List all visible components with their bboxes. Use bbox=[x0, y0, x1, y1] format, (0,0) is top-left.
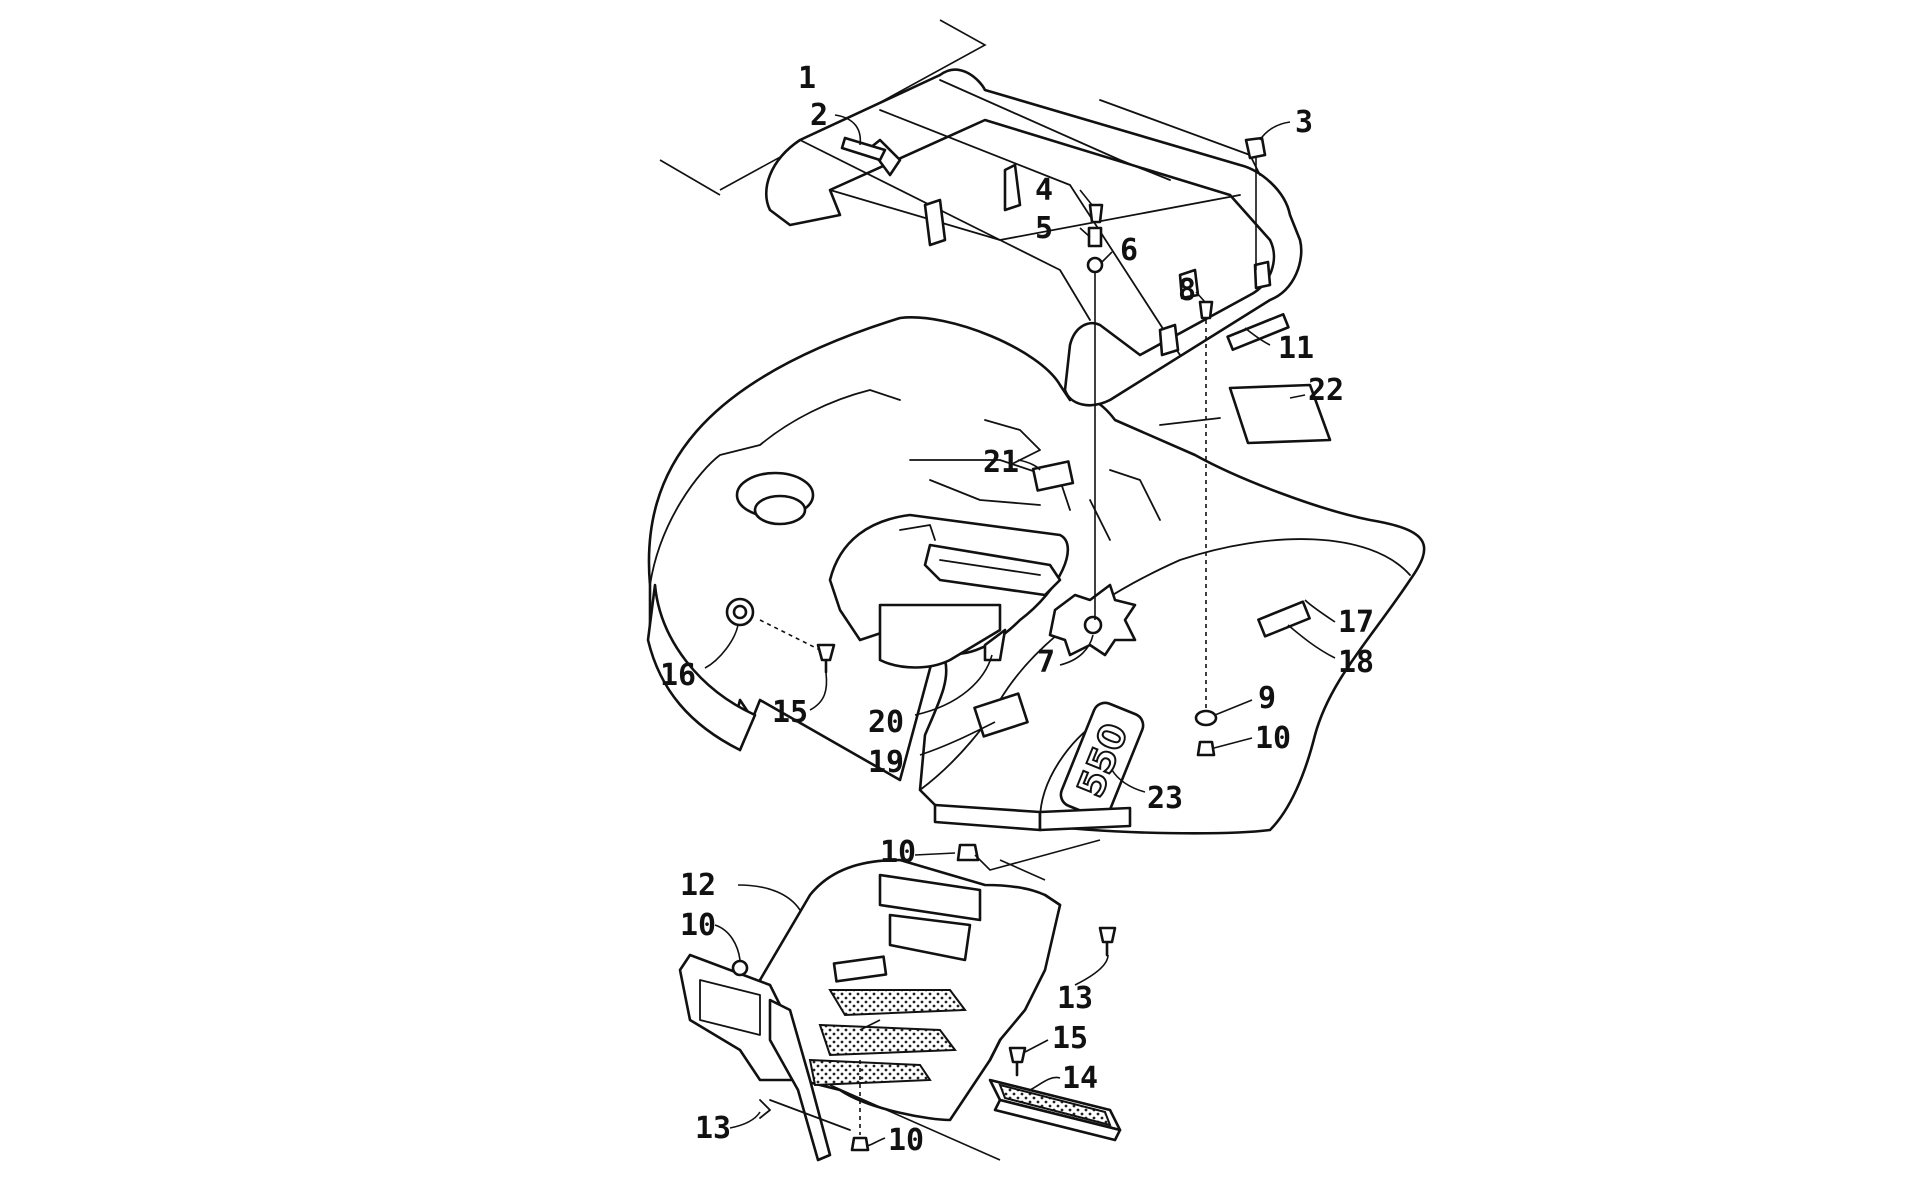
callout-11: 11 bbox=[1278, 331, 1314, 366]
nut-10 bbox=[1196, 740, 1216, 757]
callout-5: 5 bbox=[1035, 211, 1053, 246]
rear-rack bbox=[765, 68, 1303, 715]
callout-8: 8 bbox=[1178, 273, 1196, 308]
callout-1: 1 bbox=[798, 61, 816, 96]
leader-lines bbox=[704, 114, 1336, 1147]
callout-21: 21 bbox=[983, 445, 1019, 480]
callout-13-left: 13 bbox=[695, 1111, 731, 1146]
decal-22 bbox=[1159, 383, 1332, 445]
screw-15 bbox=[816, 643, 836, 674]
callout-10-bottom: 10 bbox=[888, 1123, 924, 1158]
callout-10-fender: 10 bbox=[1255, 721, 1291, 756]
washer-9 bbox=[1194, 709, 1218, 727]
callout-4: 4 bbox=[1035, 173, 1053, 208]
callout-19: 19 bbox=[868, 745, 904, 780]
callout-22: 22 bbox=[1308, 373, 1344, 408]
callout-10-mid: 10 bbox=[880, 835, 916, 870]
callout-12: 12 bbox=[680, 868, 716, 903]
callout-15-lower: 15 bbox=[1052, 1021, 1088, 1056]
callout-14: 14 bbox=[1062, 1061, 1098, 1096]
callout-9: 9 bbox=[1258, 681, 1276, 716]
callout-18: 18 bbox=[1338, 645, 1374, 680]
callout-15-upper: 15 bbox=[772, 695, 808, 730]
callout-16: 16 bbox=[660, 658, 696, 693]
callouts: 1 2 3 4 5 6 8 11 22 21 17 18 16 15 7 20 … bbox=[660, 61, 1374, 1158]
screw-13-right bbox=[1098, 926, 1117, 957]
callout-7: 7 bbox=[1037, 645, 1055, 680]
clip-13-left bbox=[759, 1099, 771, 1119]
nut-10-left bbox=[731, 959, 749, 977]
callout-17: 17 bbox=[1338, 605, 1374, 640]
callout-2: 2 bbox=[810, 98, 828, 133]
step-plate-14 bbox=[988, 1046, 1122, 1142]
callout-23: 23 bbox=[1147, 781, 1183, 816]
callout-3: 3 bbox=[1295, 105, 1313, 140]
callout-13-right: 13 bbox=[1057, 981, 1093, 1016]
footwell bbox=[678, 839, 1101, 1162]
callout-10-left: 10 bbox=[680, 908, 716, 943]
callout-6: 6 bbox=[1120, 233, 1138, 268]
rear-fender: 550 bbox=[646, 316, 1426, 835]
callout-20: 20 bbox=[868, 705, 904, 740]
